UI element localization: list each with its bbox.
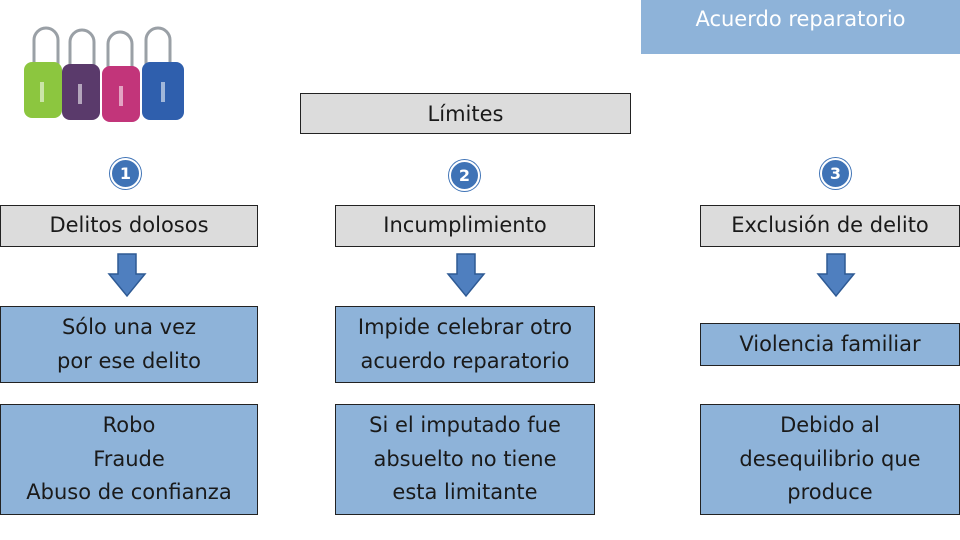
rule-box-2: Impide celebrar otro acuerdo reparatorio [335, 306, 595, 383]
title-banner: Acuerdo reparatorio [641, 0, 960, 54]
rule-box-3: Violencia familiar [700, 323, 960, 366]
heading-exclusion-de-delito: Exclusión de delito [700, 205, 960, 247]
rule-box-1: Sólo una vez por ese delito [0, 306, 258, 383]
heading-incumplimiento: Incumplimiento [335, 205, 595, 247]
down-arrow-icon [446, 253, 486, 298]
heading-delitos-dolosos: Delitos dolosos [0, 205, 258, 247]
number-badge-1: 1 [110, 158, 141, 189]
down-arrow-icon [107, 253, 147, 298]
detail-box-1: Robo Fraude Abuso de confianza [0, 404, 258, 515]
detail-box-3: Debido al desequilibrio que produce [700, 404, 960, 515]
down-arrow-icon [816, 253, 856, 298]
number-badge-2: 2 [449, 160, 480, 191]
padlocks-image [24, 26, 184, 122]
limits-header: Límites [300, 93, 631, 134]
number-badge-3: 3 [820, 158, 851, 189]
detail-box-2: Si el imputado fue absuelto no tiene est… [335, 404, 595, 515]
